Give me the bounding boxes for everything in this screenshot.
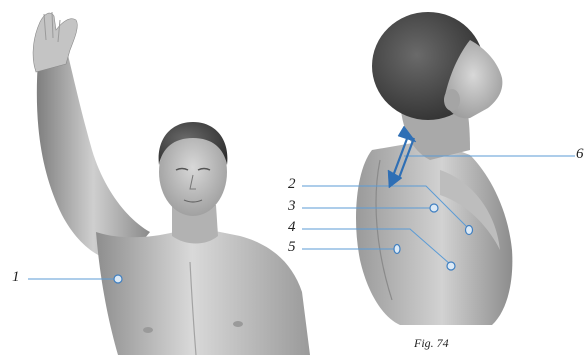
right-figure xyxy=(356,12,512,325)
left-figure-torso xyxy=(96,228,310,355)
label-5: 5 xyxy=(288,239,296,256)
label-3: 3 xyxy=(288,198,296,215)
right-figure-torso xyxy=(356,140,512,325)
figure-caption: Fig. 74 xyxy=(414,336,449,351)
left-figure xyxy=(33,12,310,355)
marker-3 xyxy=(430,204,438,212)
marker-5 xyxy=(394,245,400,254)
right-figure-ear xyxy=(444,89,460,111)
label-6: 6 xyxy=(576,146,584,163)
label-2: 2 xyxy=(288,176,296,193)
left-figure-raised-arm xyxy=(37,55,150,262)
label-1: 1 xyxy=(12,269,20,286)
label-4: 4 xyxy=(288,219,296,236)
marker-4 xyxy=(447,262,455,270)
marker-2 xyxy=(466,226,473,235)
marker-1 xyxy=(114,275,122,283)
left-figure-hand xyxy=(33,13,77,72)
